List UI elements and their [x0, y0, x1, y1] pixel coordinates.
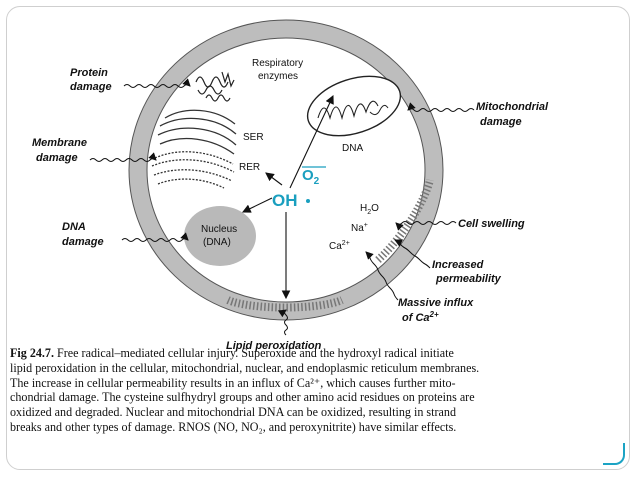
label-membrane-damage: damage	[36, 152, 78, 164]
label-mitochondrial-damage: damage	[480, 116, 522, 128]
label-massive-influx: Massive influx	[398, 297, 474, 309]
damage-arrows	[89, 78, 475, 336]
label-permeability: permeability	[435, 273, 502, 285]
label-ser: SER	[243, 132, 264, 143]
label-hydroxyl-radical: OH	[272, 191, 298, 210]
label-membrane: Membrane	[32, 137, 87, 149]
label-rer: RER	[239, 162, 260, 173]
label-nucleus: Nucleus	[201, 224, 237, 235]
nucleus	[184, 206, 256, 266]
label-lipid-peroxidation: Lipid peroxidation	[226, 340, 322, 352]
label-protein-damage: damage	[70, 81, 112, 93]
label-nucleus-dna: (DNA)	[203, 237, 231, 248]
rough-er	[151, 151, 235, 189]
caption-line-1: Free radical–mediated cellular injury. S…	[54, 346, 454, 360]
caption-line-3: The increase in cellular permeability re…	[10, 375, 456, 390]
radical-arrows	[242, 95, 334, 300]
label-water: H2O	[360, 203, 379, 216]
corner-accent	[603, 443, 625, 465]
label-of-calcium: of Ca2+	[402, 310, 439, 324]
label-mitochondrial: Mitochondrial	[476, 101, 549, 113]
label-sodium: Na+	[351, 222, 368, 234]
label-mito-dna: DNA	[342, 143, 363, 154]
caption-line-5: oxidized and degraded. Nuclear and mitoc…	[10, 405, 456, 420]
label-increased: Increased	[432, 259, 484, 271]
damaged-membrane-bottom	[226, 178, 434, 312]
label-cell-swelling: Cell swelling	[458, 218, 525, 230]
label-superoxide: O2	[302, 167, 320, 187]
damaged-protein	[195, 71, 235, 102]
label-dna-damage: damage	[62, 236, 104, 248]
label-respiratory: Respiratory	[252, 58, 303, 69]
label-calcium: Ca2+	[329, 240, 350, 252]
caption-label: Fig 24.7.	[10, 346, 55, 360]
figure-caption: Fig 24.7. Free radical–mediated cellular…	[10, 346, 610, 435]
radical-dot	[306, 199, 310, 203]
caption-line-6: breaks and other types of damage. RNOS (…	[10, 419, 457, 434]
slide-frame	[6, 6, 630, 470]
smooth-er	[157, 109, 237, 155]
label-enzymes: enzymes	[258, 71, 298, 82]
caption-line-4: chondrial damage. The cysteine sulfhydry…	[10, 390, 475, 405]
mitochondrion	[306, 75, 402, 137]
label-dna: DNA	[62, 221, 86, 233]
label-protein: Protein	[70, 67, 108, 79]
caption-line-2: lipid peroxidation in the cellular, mito…	[10, 360, 480, 375]
